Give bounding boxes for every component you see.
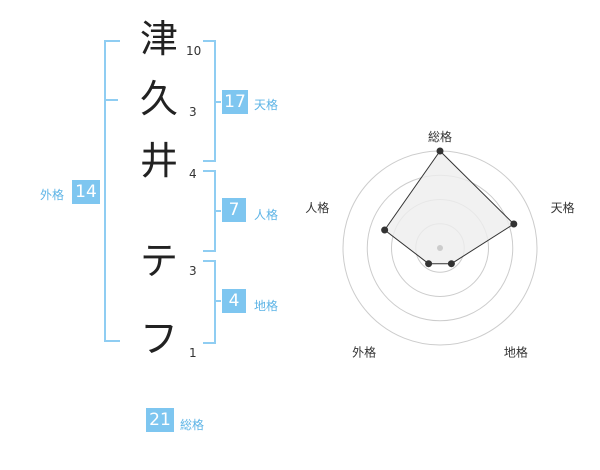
stroke-count-5: 1	[189, 346, 197, 360]
radar-axis-label-2: 天格	[551, 200, 575, 215]
gaikaku-bracket-tick	[104, 99, 118, 101]
radar-point-4	[425, 260, 433, 268]
jinkaku-bracket-tick	[214, 210, 221, 212]
stroke-count-3: 4	[189, 167, 197, 181]
name-char-1: 津	[139, 17, 178, 61]
soukaku-value: 21	[146, 408, 174, 432]
tenkaku-value: 17	[222, 90, 248, 114]
chikaku-label: 地格	[254, 299, 279, 313]
stroke-count-1: 10	[186, 44, 202, 58]
chikaku-bracket	[203, 260, 216, 344]
jinkaku-value: 7	[222, 198, 246, 222]
radar-axis-label-5: 人格	[305, 200, 329, 215]
radar-point-2	[510, 220, 518, 228]
radar-area	[383, 150, 515, 265]
tenkaku-label: 天格	[254, 98, 279, 112]
stroke-count-2: 3	[189, 105, 197, 119]
gaikaku-label: 外格	[40, 188, 65, 202]
radar-point-5	[381, 226, 389, 234]
tenkaku-bracket-tick	[214, 101, 221, 103]
name-char-2: 久	[139, 77, 178, 121]
radar-center-dot	[437, 245, 443, 251]
soukaku-label: 総格	[180, 418, 205, 432]
radar-axis-label-3: 地格	[504, 344, 528, 359]
radar-point-3	[447, 260, 455, 268]
chikaku-bracket-tick	[214, 300, 221, 302]
name-char-4: テ	[139, 239, 178, 283]
gaikaku-value: 14	[72, 180, 100, 204]
name-char-3: 井	[139, 139, 178, 183]
radar-axis-label-4: 外格	[352, 344, 376, 359]
chikaku-value: 4	[222, 289, 246, 313]
jinkaku-label: 人格	[254, 208, 279, 222]
radar-point-1	[436, 147, 444, 155]
stroke-count-4: 3	[189, 264, 197, 278]
name-char-5: フ	[139, 317, 178, 361]
radar-axis-label-1: 総格	[428, 129, 452, 144]
gaikaku-bracket	[104, 40, 120, 342]
